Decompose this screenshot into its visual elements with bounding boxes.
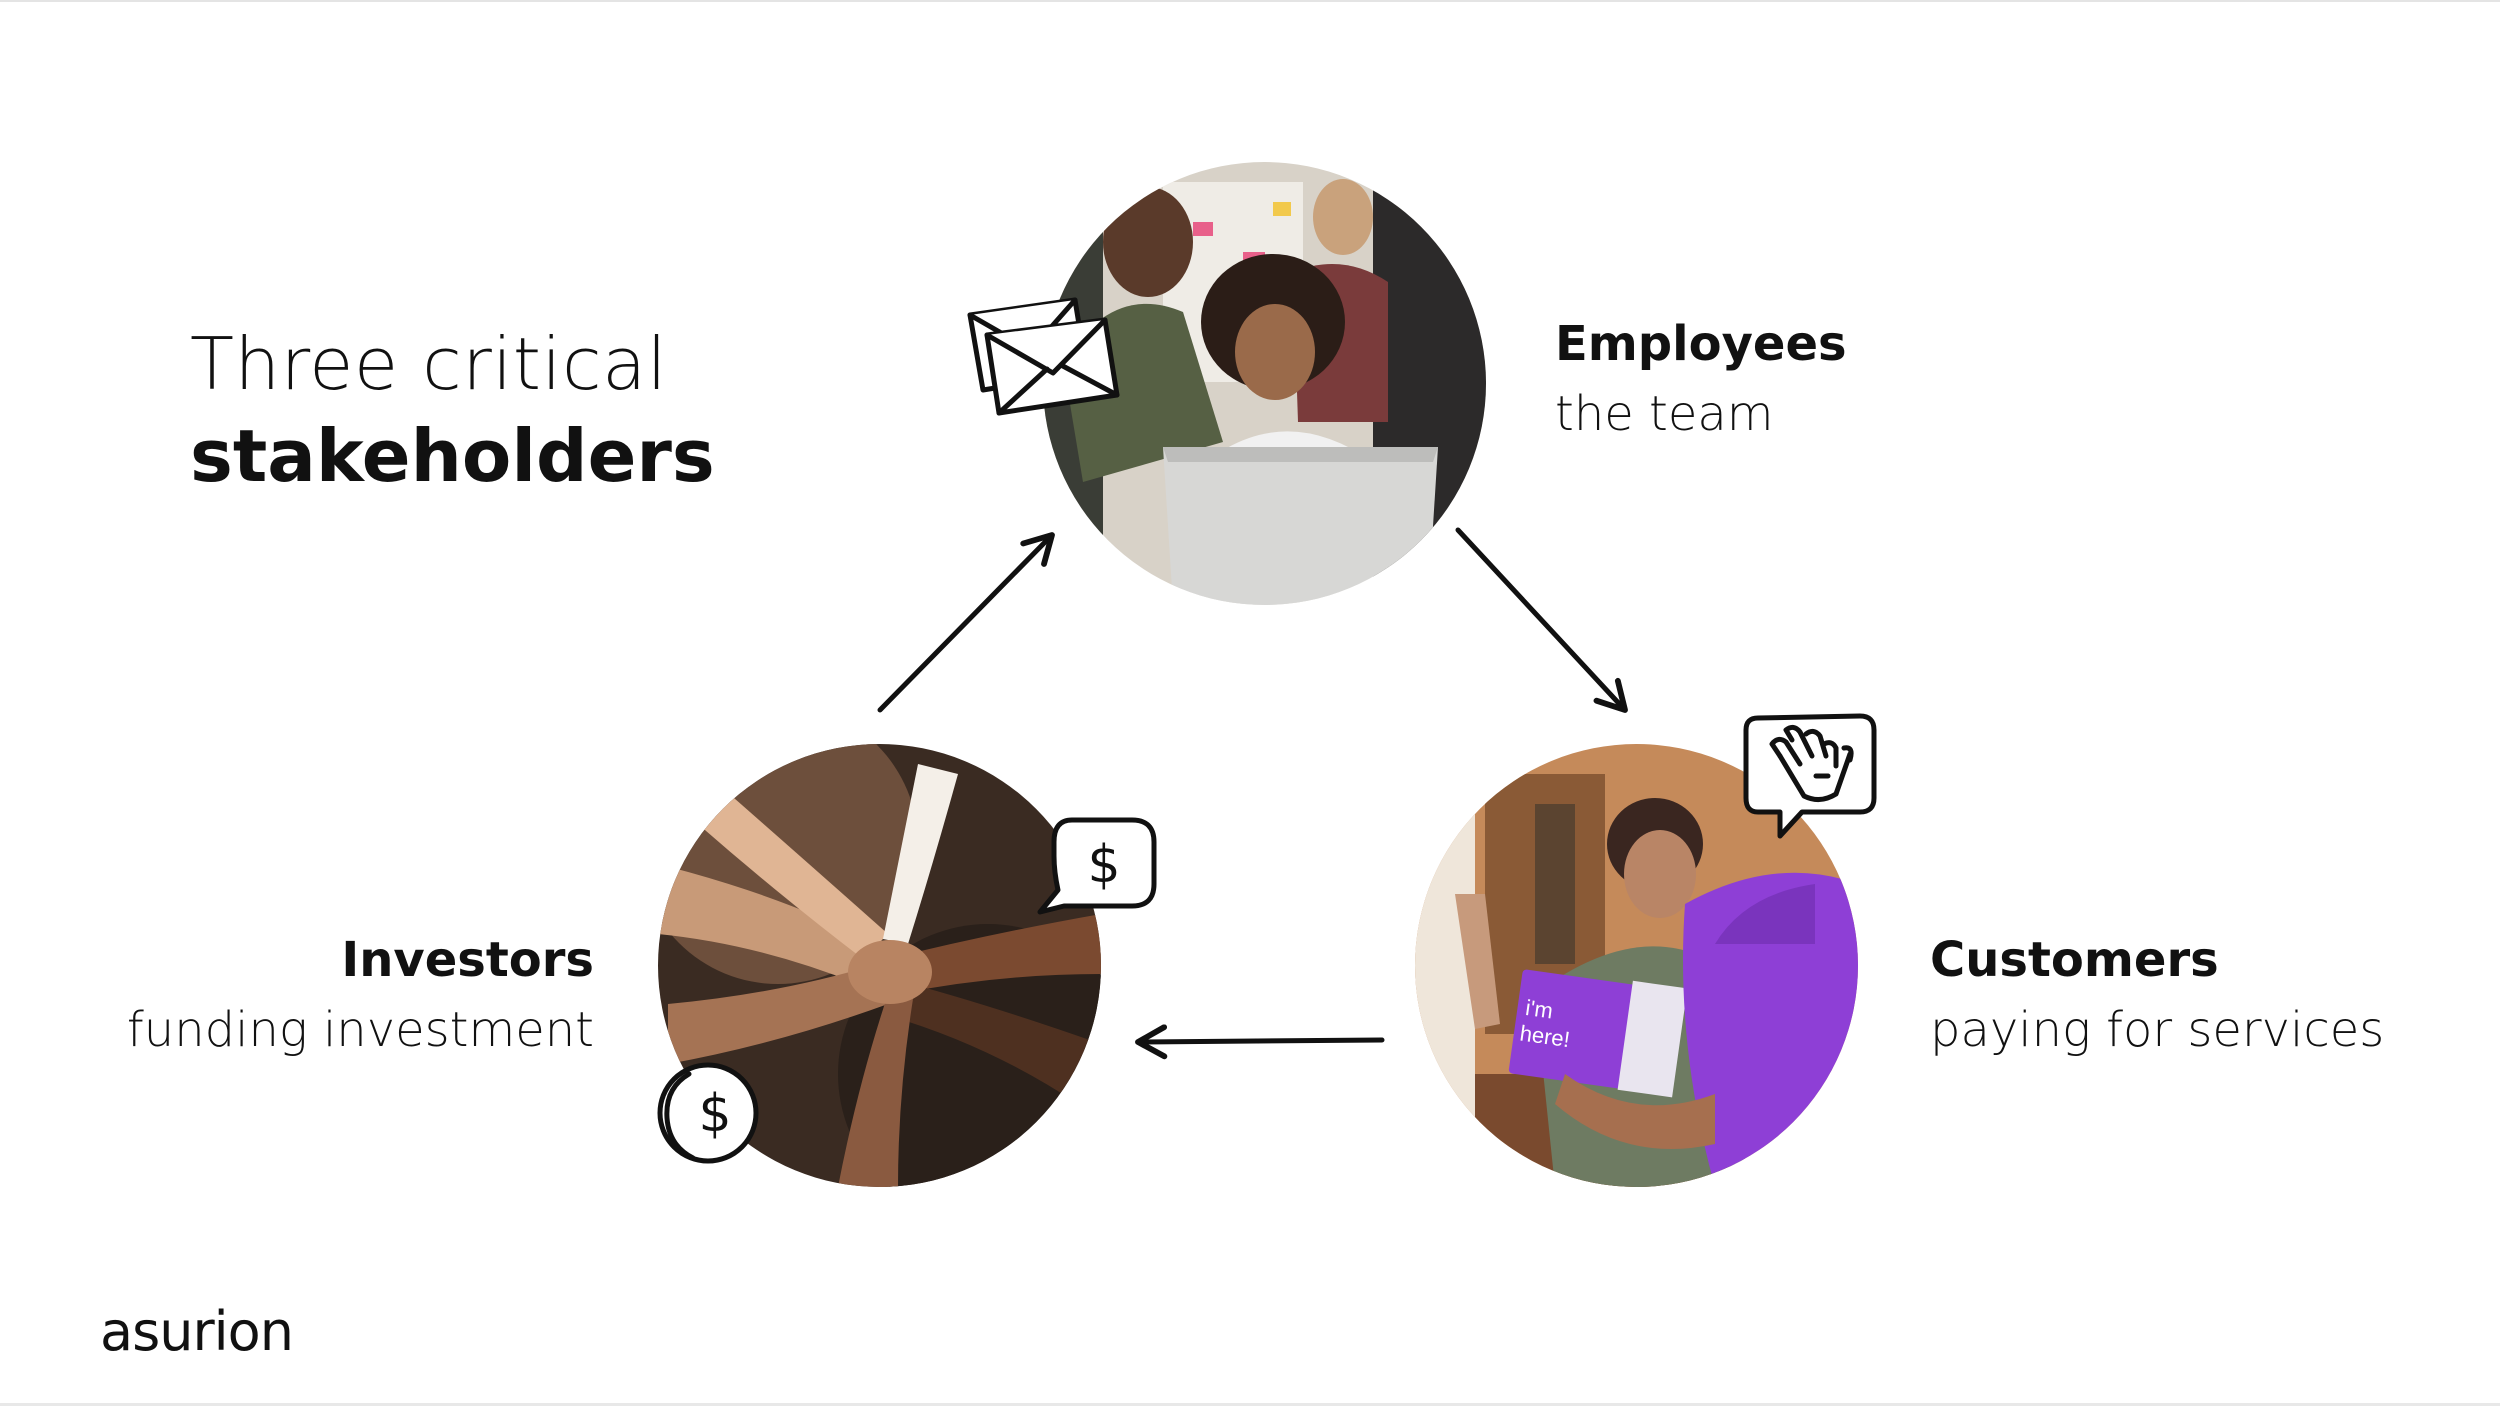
svg-text:$: $	[698, 1084, 731, 1144]
dollar-speech-bubble-icon: $	[1037, 817, 1157, 915]
dollar-coin-icon: $	[657, 1062, 759, 1164]
slide-title: Three critical stakeholders	[190, 318, 715, 502]
envelope-icon	[967, 297, 1120, 416]
stakeholder-employees-label: Employees the team	[1555, 310, 1847, 449]
svg-text:$: $	[1087, 835, 1120, 895]
box-label-line1: i'm	[1524, 995, 1555, 1024]
investors-name: Investors	[341, 932, 594, 988]
bottom-border	[0, 1403, 2500, 1406]
title-line-1: Three critical	[190, 322, 668, 406]
title-line-2: stakeholders	[190, 414, 715, 499]
employees-name: Employees	[1555, 316, 1847, 372]
arrow-investors-to-employees	[877, 532, 1055, 713]
waving-hand-icon	[1743, 713, 1877, 839]
arrow-customers-to-investors	[1135, 1024, 1385, 1060]
investors-description: funding investment	[126, 1001, 594, 1058]
asurion-logo: asurion	[100, 1300, 294, 1363]
stakeholder-customers-label: Customers paying for services	[1930, 926, 2384, 1065]
employees-description: the team	[1555, 385, 1774, 442]
stakeholder-investors-label: Investors funding investment	[127, 926, 594, 1065]
customers-description: paying for services	[1930, 1001, 2385, 1058]
top-border	[0, 0, 2500, 2]
arrow-employees-to-customers	[1455, 527, 1628, 713]
customers-name: Customers	[1930, 932, 2219, 988]
